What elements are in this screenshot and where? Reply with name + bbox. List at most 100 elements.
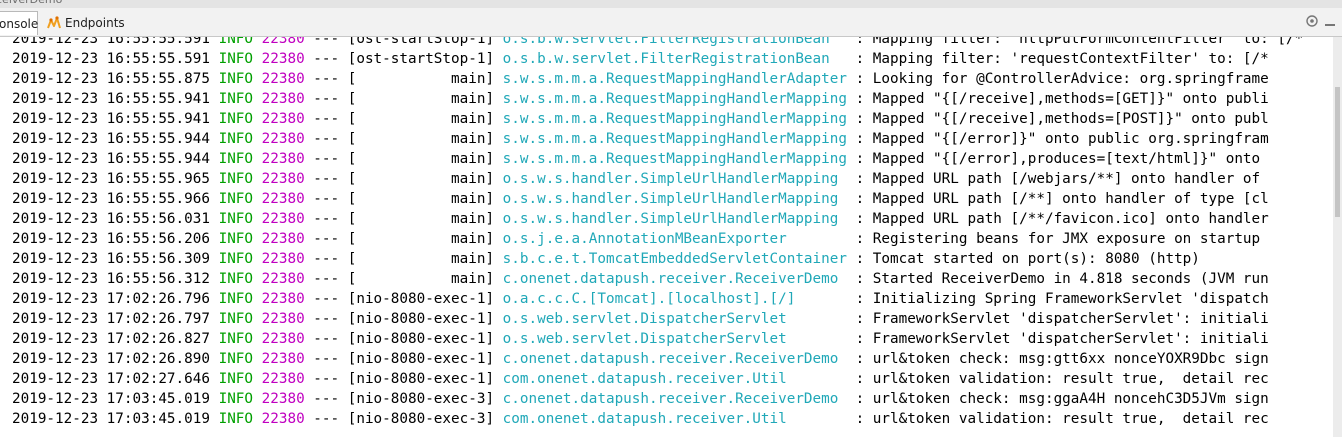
log-separator: --- [313, 391, 340, 407]
log-line: 2019-12-23 16:55:55.944 INFO 22380 --- [… [12, 149, 1303, 169]
log-level: INFO [218, 231, 254, 247]
log-separator: --- [313, 351, 340, 367]
log-line: 2019-12-23 16:55:55.591 INFO 22380 --- [… [12, 37, 1303, 49]
log-pid: 22380 [261, 151, 305, 167]
log-level: INFO [218, 51, 254, 67]
window-title: ceiverDemo [0, 0, 62, 6]
log-thread: [nio-8080-exec-1] [347, 331, 495, 347]
log-timestamp: 2019-12-23 16:55:55.944 [12, 131, 210, 147]
log-line: 2019-12-23 17:02:26.797 INFO 22380 --- [… [12, 309, 1303, 329]
log-line: 2019-12-23 16:55:55.591 INFO 22380 --- [… [12, 49, 1303, 69]
log-pid: 22380 [261, 271, 305, 287]
log-line: 2019-12-23 17:03:45.019 INFO 22380 --- [… [12, 389, 1303, 409]
log-logger: o.s.b.w.servlet.FilterRegistrationBean [502, 37, 847, 47]
log-thread: [ main] [347, 71, 495, 87]
log-level: INFO [218, 171, 254, 187]
log-level: INFO [218, 91, 254, 107]
log-separator: --- [313, 91, 340, 107]
log-thread: [nio-8080-exec-1] [347, 371, 495, 387]
log-logger: o.s.b.w.servlet.FilterRegistrationBean [502, 51, 847, 67]
log-thread: [ main] [347, 131, 495, 147]
endpoints-icon [46, 15, 62, 31]
vertical-scrollbar[interactable] [1333, 37, 1342, 437]
log-message: : url&token validation: result true, det… [846, 411, 1269, 427]
log-message: : url&token check: msg:gtt6xx nonceYOXR9… [846, 351, 1269, 367]
log-thread: [ main] [347, 211, 495, 227]
log-logger: c.onenet.datapush.receiver.ReceiverDemo [502, 271, 847, 287]
log-timestamp: 2019-12-23 17:02:27.646 [12, 371, 210, 387]
log-line: 2019-12-23 17:02:27.646 INFO 22380 --- [… [12, 369, 1303, 389]
log-timestamp: 2019-12-23 16:55:55.591 [12, 51, 210, 67]
log-thread: [ main] [347, 151, 495, 167]
log-message: : Mapped URL path [/**/favicon.ico] onto… [846, 211, 1269, 227]
log-timestamp: 2019-12-23 16:55:55.941 [12, 111, 210, 127]
log-thread: [nio-8080-exec-1] [347, 291, 495, 307]
log-line: 2019-12-23 16:55:55.941 INFO 22380 --- [… [12, 109, 1303, 129]
log-level: INFO [218, 311, 254, 327]
log-pid: 22380 [261, 131, 305, 147]
log-separator: --- [313, 231, 340, 247]
log-separator: --- [313, 51, 340, 67]
log-pid: 22380 [261, 91, 305, 107]
log-level: INFO [218, 391, 254, 407]
log-separator: --- [313, 151, 340, 167]
log-message: : Mapped "{[/error],produces=[text/html]… [846, 151, 1269, 167]
log-pid: 22380 [261, 51, 305, 67]
tab-console[interactable]: onsole [0, 11, 38, 35]
log-thread: [ main] [347, 191, 495, 207]
log-pid: 22380 [261, 251, 305, 267]
log-logger: o.s.w.s.handler.SimpleUrlHandlerMapping [502, 171, 847, 187]
log-thread: [ main] [347, 171, 495, 187]
tab-endpoints[interactable]: Endpoints [42, 11, 125, 35]
log-level: INFO [218, 271, 254, 287]
log-pid: 22380 [261, 291, 305, 307]
console-output[interactable]: 2019-12-23 16:55:55.591 INFO 22380 --- [… [0, 37, 1333, 437]
tool-window-tabbar: onsole Endpoints [0, 8, 1342, 37]
log-timestamp: 2019-12-23 16:55:56.206 [12, 231, 210, 247]
log-pid: 22380 [261, 371, 305, 387]
log-message: : FrameworkServlet 'dispatcherServlet': … [846, 331, 1269, 347]
log-level: INFO [218, 251, 254, 267]
log-timestamp: 2019-12-23 17:03:45.019 [12, 391, 210, 407]
log-separator: --- [313, 371, 340, 387]
minimize-icon[interactable] [1322, 13, 1338, 29]
log-pid: 22380 [261, 37, 305, 47]
log-pid: 22380 [261, 191, 305, 207]
log-line: 2019-12-23 16:55:55.944 INFO 22380 --- [… [12, 129, 1303, 149]
tabbar-actions [1304, 13, 1338, 29]
log-separator: --- [313, 271, 340, 287]
log-line: 2019-12-23 17:03:45.019 INFO 22380 --- [… [12, 409, 1303, 429]
log-thread: [ main] [347, 251, 495, 267]
log-separator: --- [313, 37, 340, 47]
log-thread: [ main] [347, 271, 495, 287]
log-line: 2019-12-23 17:02:26.890 INFO 22380 --- [… [12, 349, 1303, 369]
log-timestamp: 2019-12-23 17:03:45.019 [12, 411, 210, 427]
scrollbar-thumb[interactable] [1335, 87, 1340, 217]
log-message: : Mapped URL path [/webjars/**] onto han… [846, 171, 1269, 187]
log-message: : Mapped URL path [/**] onto handler of … [846, 191, 1269, 207]
window-menu-icon[interactable] [1304, 13, 1320, 29]
log-logger: s.w.s.m.m.a.RequestMappingHandlerMapping [502, 151, 847, 167]
log-timestamp: 2019-12-23 16:55:56.309 [12, 251, 210, 267]
log-logger: o.s.web.servlet.DispatcherServlet [502, 311, 847, 327]
log-pid: 22380 [261, 331, 305, 347]
log-message: : url&token validation: result true, det… [846, 371, 1269, 387]
log-separator: --- [313, 251, 340, 267]
log-separator: --- [313, 311, 340, 327]
log-level: INFO [218, 211, 254, 227]
window-titlebar: ceiverDemo [0, 0, 1342, 8]
log-pid: 22380 [261, 351, 305, 367]
log-separator: --- [313, 411, 340, 427]
log-timestamp: 2019-12-23 17:02:26.797 [12, 311, 210, 327]
log-thread: [nio-8080-exec-3] [347, 411, 495, 427]
log-thread: [ main] [347, 231, 495, 247]
log-logger: s.w.s.m.m.a.RequestMappingHandlerMapping [502, 131, 847, 147]
log-line: 2019-12-23 17:02:26.827 INFO 22380 --- [… [12, 329, 1303, 349]
tab-endpoints-label: Endpoints [65, 16, 125, 30]
log-level: INFO [218, 331, 254, 347]
log-message: : Looking for @ControllerAdvice: org.spr… [846, 71, 1269, 87]
log-logger: o.a.c.c.C.[Tomcat].[localhost].[/] [502, 291, 847, 307]
log-level: INFO [218, 411, 254, 427]
log-timestamp: 2019-12-23 16:55:55.591 [12, 37, 210, 47]
log-level: INFO [218, 351, 254, 367]
